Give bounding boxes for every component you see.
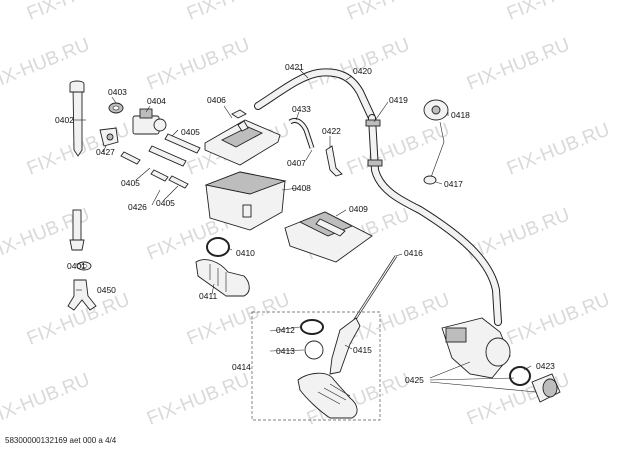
vent-pipe-part	[288, 117, 315, 149]
part-labels: 0402 0403 0404 0427 0406 0405 0405 0426 …	[55, 62, 555, 385]
solenoid-valve-part	[132, 108, 167, 135]
watermark-text: FIX-HUB.RU	[24, 0, 133, 25]
label-0405-bottom: 0405	[156, 198, 175, 208]
watermark-text: FIX-HUB.RU	[0, 369, 93, 429]
label-0416: 0416	[404, 248, 423, 258]
watermark-text: FIX-HUB.RU	[504, 0, 613, 25]
watermark-text: FIX-HUB.RU	[144, 34, 253, 94]
sump-assembly-frame	[251, 311, 381, 421]
small-hoses-part	[120, 133, 201, 189]
label-0420: 0420	[353, 66, 372, 76]
pressure-tube-part	[350, 255, 398, 325]
label-0418: 0418	[451, 110, 470, 120]
label-0409: 0409	[349, 204, 368, 214]
y-connector-part	[67, 279, 97, 311]
pressure-hose-clip-part	[423, 175, 437, 185]
label-0417: 0417	[444, 179, 463, 189]
dispenser-cover-part	[204, 109, 281, 166]
watermark-text: FIX-HUB.RU	[464, 369, 573, 429]
watermark-text: FIX-HUB.RU	[344, 0, 453, 25]
diagram-footer: 58300000132169 aet 000 a 4/4	[5, 436, 117, 445]
detergent-drawer-part	[284, 211, 373, 263]
label-0423: 0423	[536, 361, 555, 371]
label-0406: 0406	[207, 95, 226, 105]
drain-hose-part	[365, 114, 502, 326]
label-0405-left: 0405	[121, 178, 140, 188]
watermark-text: FIX-HUB.RU	[184, 0, 293, 25]
sump-ball-part	[304, 340, 324, 360]
label-0410: 0410	[236, 248, 255, 258]
pressure-switch-part	[423, 99, 449, 181]
label-0405-top: 0405	[181, 127, 200, 137]
watermark-text: FIX-HUB.RU	[344, 289, 453, 349]
label-0408: 0408	[292, 183, 311, 193]
label-0419: 0419	[389, 95, 408, 105]
label-0427: 0427	[96, 147, 115, 157]
valve-connector-part	[99, 127, 119, 147]
label-0422: 0422	[322, 126, 341, 136]
label-0407: 0407	[287, 158, 306, 168]
label-0450: 0450	[97, 285, 116, 295]
upper-hose-part	[254, 68, 376, 122]
label-0403: 0403	[108, 87, 127, 97]
label-0426: 0426	[128, 202, 147, 212]
label-0415: 0415	[353, 345, 372, 355]
hose-clamp-part	[325, 145, 343, 177]
bellows-ring-part	[206, 237, 230, 257]
drain-pump-part	[441, 317, 511, 379]
sealing-ring-part	[108, 102, 124, 114]
label-0404: 0404	[147, 96, 166, 106]
label-0433: 0433	[292, 104, 311, 114]
dispenser-housing-part	[204, 171, 287, 231]
watermark-text: FIX-HUB.RU	[464, 34, 573, 94]
sump-ring-part	[300, 319, 324, 335]
inlet-filter-part	[76, 261, 92, 271]
label-0425: 0425	[405, 375, 424, 385]
watermark-text: FIX-HUB.RU	[504, 289, 613, 349]
label-0421: 0421	[285, 62, 304, 72]
watermark-text: FIX-HUB.RU	[344, 119, 453, 179]
pump-seal-part	[509, 366, 531, 386]
pump-filter-part	[531, 373, 561, 403]
bellows-hose-part	[195, 259, 250, 297]
label-0401: 0401	[67, 261, 86, 271]
label-0412: 0412	[276, 325, 295, 335]
inlet-hose-part	[69, 80, 85, 251]
label-0411: 0411	[199, 291, 218, 301]
label-0402: 0402	[55, 115, 74, 125]
label-0413: 0413	[276, 346, 295, 356]
watermark-text: FIX-HUB.RU	[144, 369, 253, 429]
watermark-text: FIX-HUB.RU	[504, 119, 613, 179]
label-0414: 0414	[232, 362, 251, 372]
leader-lines	[74, 67, 537, 393]
sump-hose-part	[297, 317, 361, 419]
